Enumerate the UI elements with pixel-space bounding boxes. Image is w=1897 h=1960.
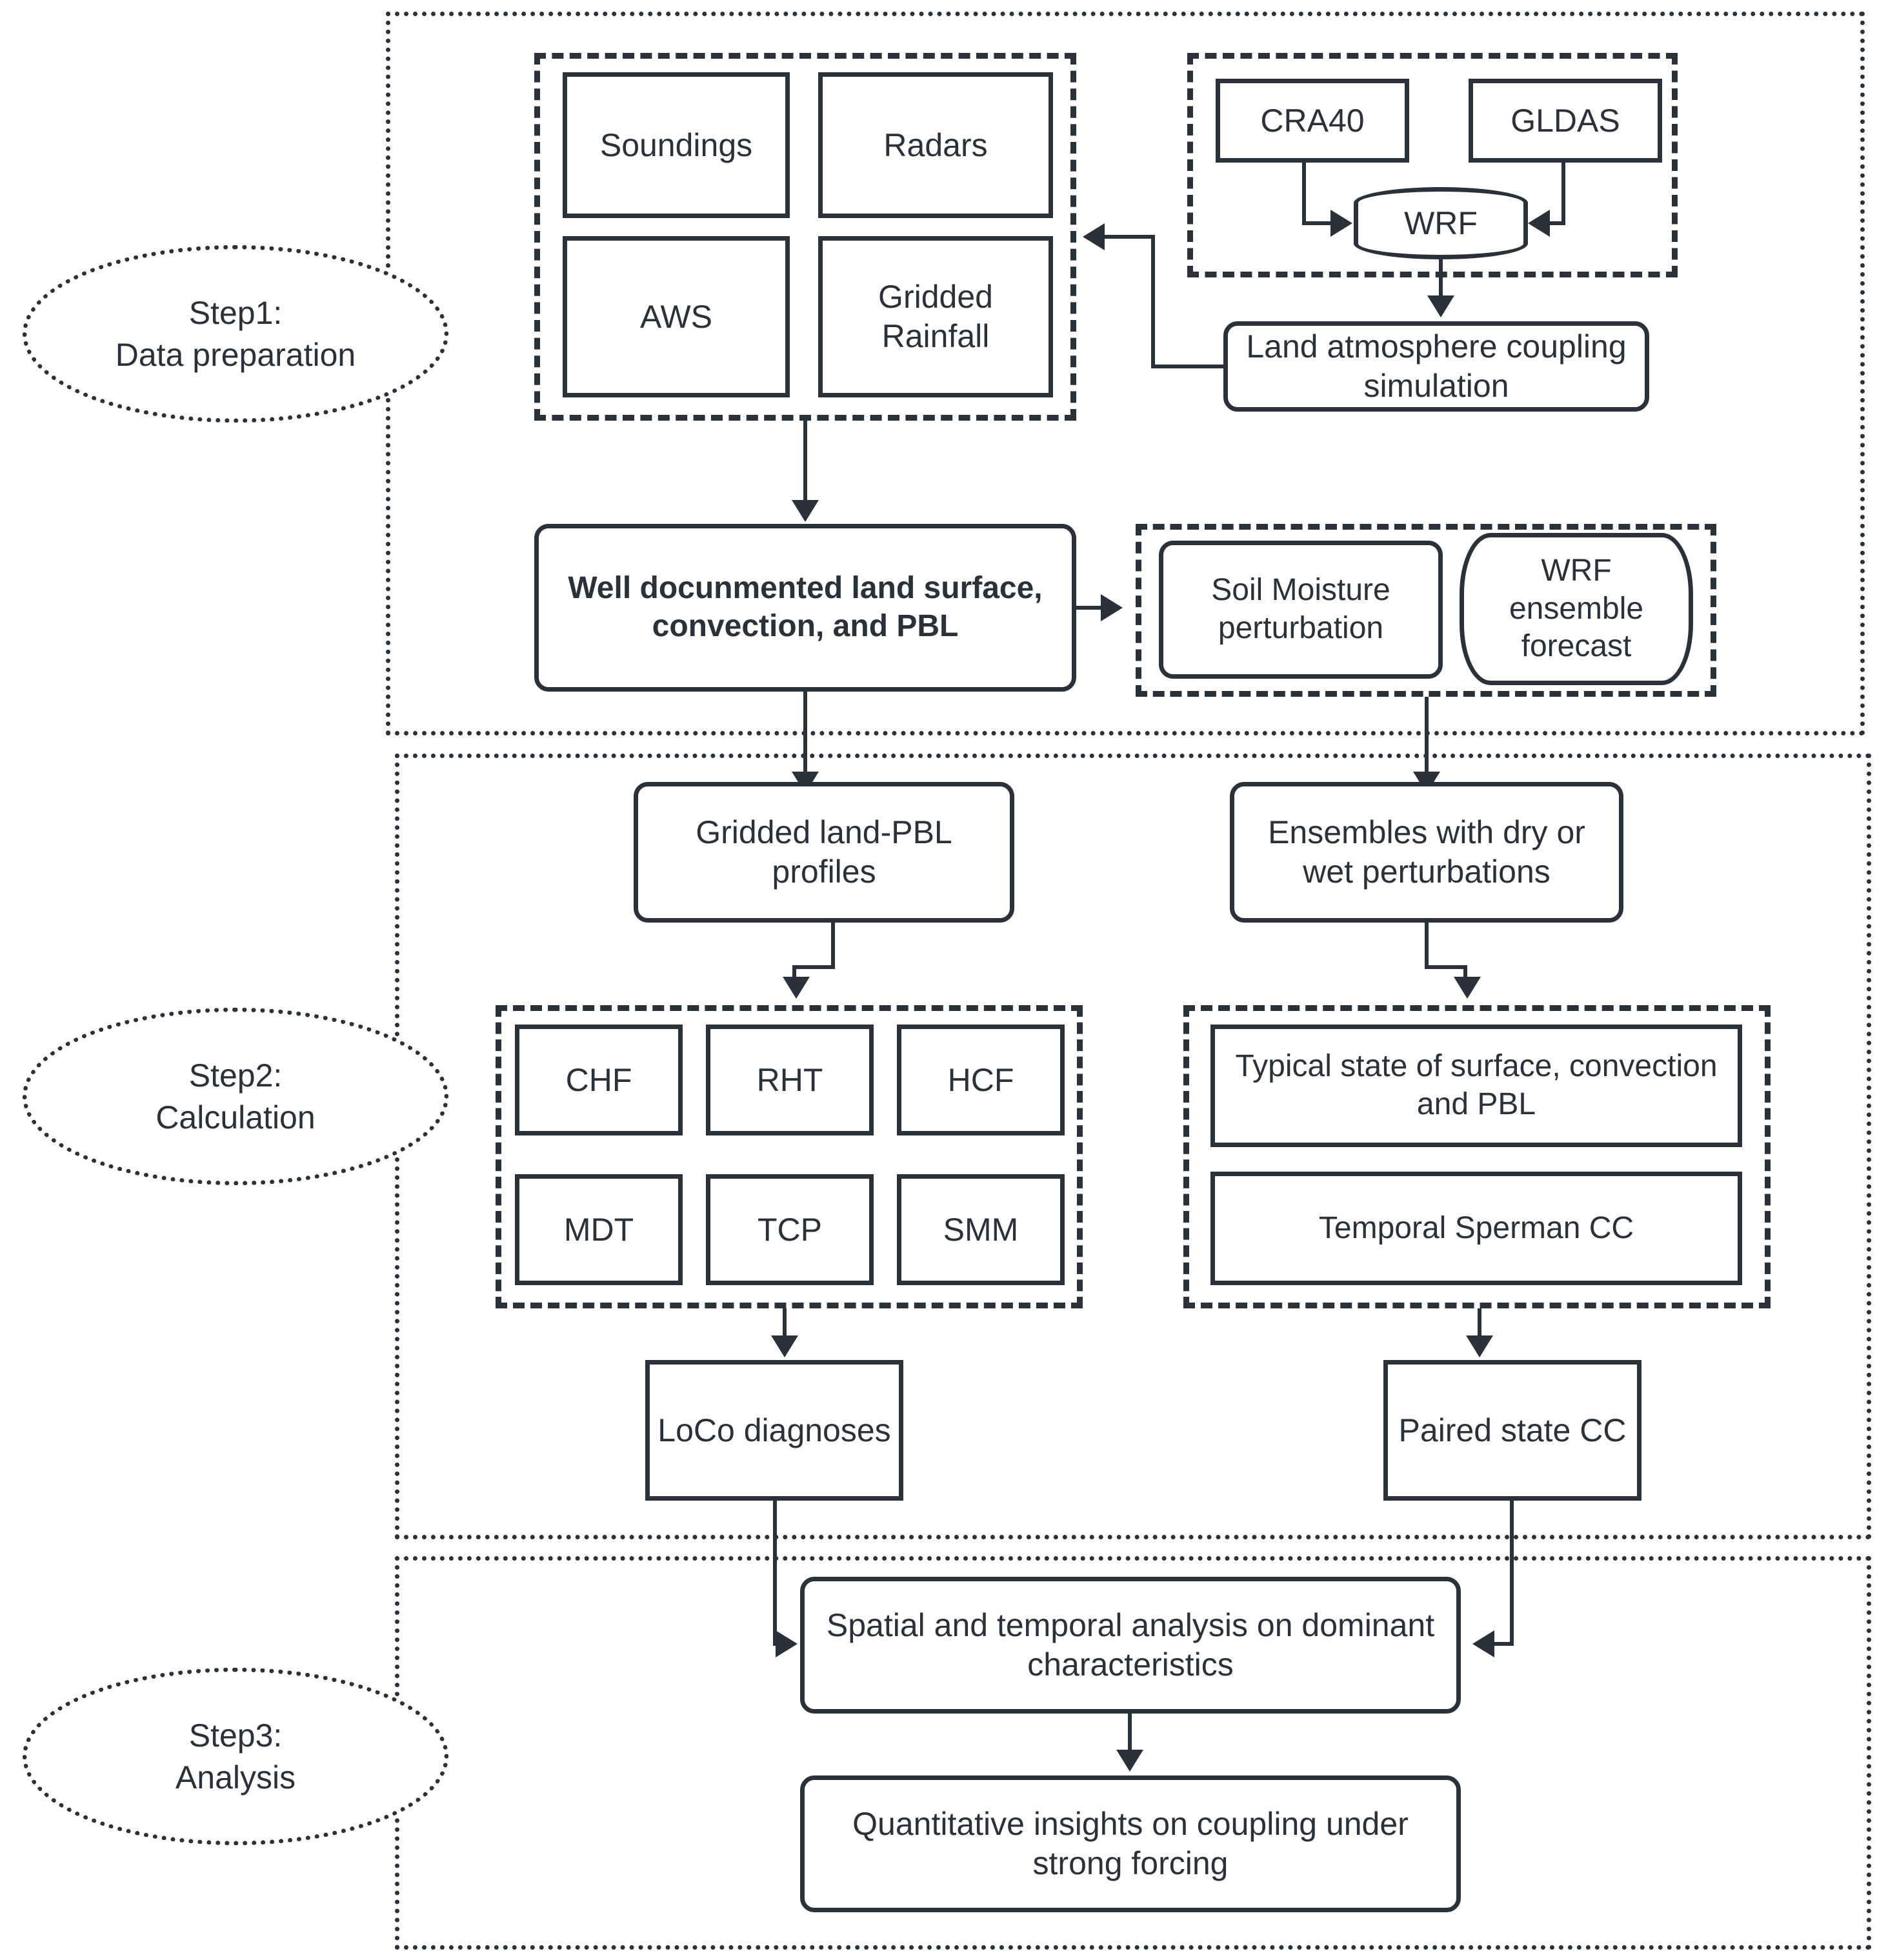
ensemble-state-group (1183, 1005, 1771, 1308)
node-mdt[interactable]: MDT (515, 1174, 683, 1285)
node-paired-state-cc[interactable]: Paired state CC (1383, 1360, 1641, 1501)
node-aws[interactable]: AWS (563, 236, 790, 397)
node-typical-state[interactable]: Typical state of surface, convection and… (1210, 1025, 1742, 1147)
arrowhead-ensembles-state (1454, 977, 1481, 999)
node-soundings[interactable]: Soundings (563, 72, 790, 218)
connector-ensembles-state-v2 (1463, 965, 1467, 979)
connector-loco-spatial (773, 1501, 777, 1644)
node-hcf[interactable]: HCF (897, 1025, 1065, 1135)
node-temporal-sperman-cc[interactable]: Temporal Sperman CC (1210, 1172, 1742, 1285)
step3-line1: Step3: (188, 1717, 283, 1754)
step1-line1: Step1: (188, 294, 283, 331)
connector-spatial-quantitative (1128, 1714, 1132, 1754)
connector-gldas-wrf (1561, 163, 1565, 223)
arrowhead-wrf-coupling (1427, 295, 1454, 317)
arrowhead-observations-well (792, 500, 819, 522)
connector-gldas-wrf-h (1550, 221, 1565, 225)
model-input-group (1187, 53, 1678, 277)
connector-coupling-left-v (1151, 235, 1155, 368)
arrowhead-state-paired (1466, 1335, 1493, 1357)
connector-gridded-metrics-v2 (792, 965, 796, 979)
node-tcp[interactable]: TCP (706, 1174, 874, 1285)
node-quantitative-insights[interactable]: Quantitative insights on coupling under … (800, 1775, 1461, 1912)
connector-gridded-metrics-h (792, 965, 835, 969)
node-rht[interactable]: RHT (706, 1025, 874, 1135)
step3-badge: Step3: Analysis (23, 1668, 448, 1845)
connector-perturbation-ensembles (1425, 697, 1429, 777)
connector-state-paired (1478, 1308, 1481, 1341)
node-coupling-simulation[interactable]: Land atmosphere coupling simulation (1223, 321, 1649, 412)
connector-metrics-loco (783, 1308, 787, 1341)
connector-cra40-wrf-h (1302, 221, 1332, 225)
node-radars[interactable]: Radars (818, 72, 1053, 218)
arrowhead-metrics-loco (771, 1335, 798, 1357)
step1-line2: Data preparation (115, 336, 356, 373)
node-chf[interactable]: CHF (515, 1025, 683, 1135)
connector-paired-spatial (1510, 1501, 1514, 1644)
node-soil-moisture-perturbation[interactable]: Soil Moisture perturbation (1159, 541, 1443, 679)
connector-observations-well (803, 421, 807, 503)
observation-data-group (534, 53, 1076, 421)
connector-ensembles-state-v1 (1425, 923, 1429, 969)
node-wrf-ensemble-forecast[interactable]: WRF ensemble forecast (1460, 533, 1693, 685)
connector-gridded-metrics-v1 (831, 923, 835, 969)
arrowhead-paired-spatial (1472, 1630, 1494, 1657)
arrowhead-coupling-to-observations (1083, 223, 1105, 250)
connector-wrf-coupling (1439, 259, 1443, 299)
step2-line1: Step2: (188, 1057, 283, 1094)
step1-badge: Step1: Data preparation (23, 245, 448, 423)
connector-coupling-left-h2 (1105, 235, 1155, 239)
arrowhead-well-perturbation (1101, 594, 1123, 621)
node-gridded-profiles[interactable]: Gridded land-PBL profiles (634, 782, 1014, 923)
arrowhead-gldas-wrf (1528, 210, 1550, 237)
node-ensembles[interactable]: Ensembles with dry or wet perturbations (1230, 782, 1623, 923)
connector-well-gridded (803, 692, 807, 777)
connector-ensembles-state-h (1425, 965, 1467, 969)
connector-paired-spatial-h (1494, 1642, 1514, 1646)
arrowhead-gridded-metrics (783, 977, 810, 999)
loco-metrics-group (496, 1005, 1083, 1308)
node-smm[interactable]: SMM (897, 1174, 1065, 1285)
node-cra40[interactable]: CRA40 (1216, 79, 1409, 163)
step2-line2: Calculation (156, 1099, 316, 1135)
step2-badge: Step2: Calculation (23, 1008, 448, 1185)
connector-coupling-left-h1 (1151, 365, 1226, 368)
arrowhead-spatial-quantitative (1116, 1750, 1143, 1772)
node-gldas[interactable]: GLDAS (1469, 79, 1662, 163)
node-loco-diagnoses[interactable]: LoCo diagnoses (645, 1360, 903, 1501)
node-well-documented[interactable]: Well docunmented land surface, convectio… (534, 524, 1076, 692)
arrowhead-cra40-wrf (1330, 210, 1352, 237)
node-spatial-temporal-analysis[interactable]: Spatial and temporal analysis on dominan… (800, 1577, 1461, 1714)
connector-well-perturbation (1076, 606, 1103, 610)
connector-cra40-wrf (1302, 163, 1306, 223)
arrowhead-loco-spatial (776, 1630, 798, 1657)
node-wrf[interactable]: WRF (1354, 187, 1528, 259)
node-gridded-rainfall[interactable]: Gridded Rainfall (818, 236, 1053, 397)
perturbation-group (1136, 524, 1716, 697)
step3-line2: Analysis (175, 1759, 296, 1795)
